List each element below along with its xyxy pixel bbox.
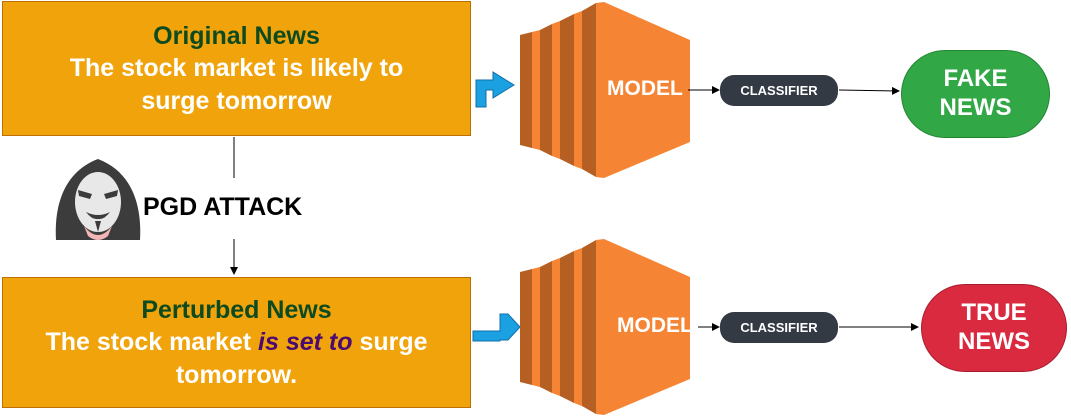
input-arrow-bottom	[472, 313, 521, 342]
classifier-top: CLASSIFIER	[720, 75, 838, 106]
original-news-text-line1: The stock market is likely to	[69, 54, 404, 83]
original-news-box: Original News The stock market is likely…	[2, 1, 471, 136]
perturbed-text-after: surge	[352, 328, 428, 357]
fake-news-line2: NEWS	[939, 94, 1012, 121]
true-news-line1: TRUE	[961, 299, 1027, 327]
classifier-bottom: CLASSIFIER	[720, 312, 838, 343]
input-arrow-top	[475, 71, 515, 108]
perturbed-news-text-line2: tomorrow.	[175, 360, 298, 389]
model-label-top: MODEL	[607, 77, 683, 100]
perturbed-news-text-line1: The stock market is set to surge	[45, 326, 427, 359]
hacker-icon	[55, 159, 141, 240]
perturbed-news-title: Perturbed News	[141, 295, 332, 324]
original-news-text-line2: surge tomorrow	[141, 86, 332, 115]
original-news-title: Original News	[153, 21, 320, 50]
perturbed-news-box: Perturbed News The stock market is set t…	[2, 277, 471, 408]
perturbed-text-highlight: is set to	[258, 328, 353, 357]
fake-news-line1: FAKE	[943, 65, 1008, 93]
model-label-bottom: MODEL	[617, 314, 693, 337]
model-icon-bottom	[520, 239, 690, 415]
fake-news-result: FAKE NEWS	[901, 50, 1050, 138]
perturbed-text-before: The stock market	[45, 328, 259, 357]
model-icon-top	[520, 2, 690, 178]
arrow-classifier-result-top	[838, 86, 900, 95]
pgd-attack-label: PGD ATTACK	[143, 193, 303, 221]
true-news-line2: NEWS	[958, 328, 1030, 355]
true-news-result: TRUE NEWS	[921, 284, 1067, 372]
